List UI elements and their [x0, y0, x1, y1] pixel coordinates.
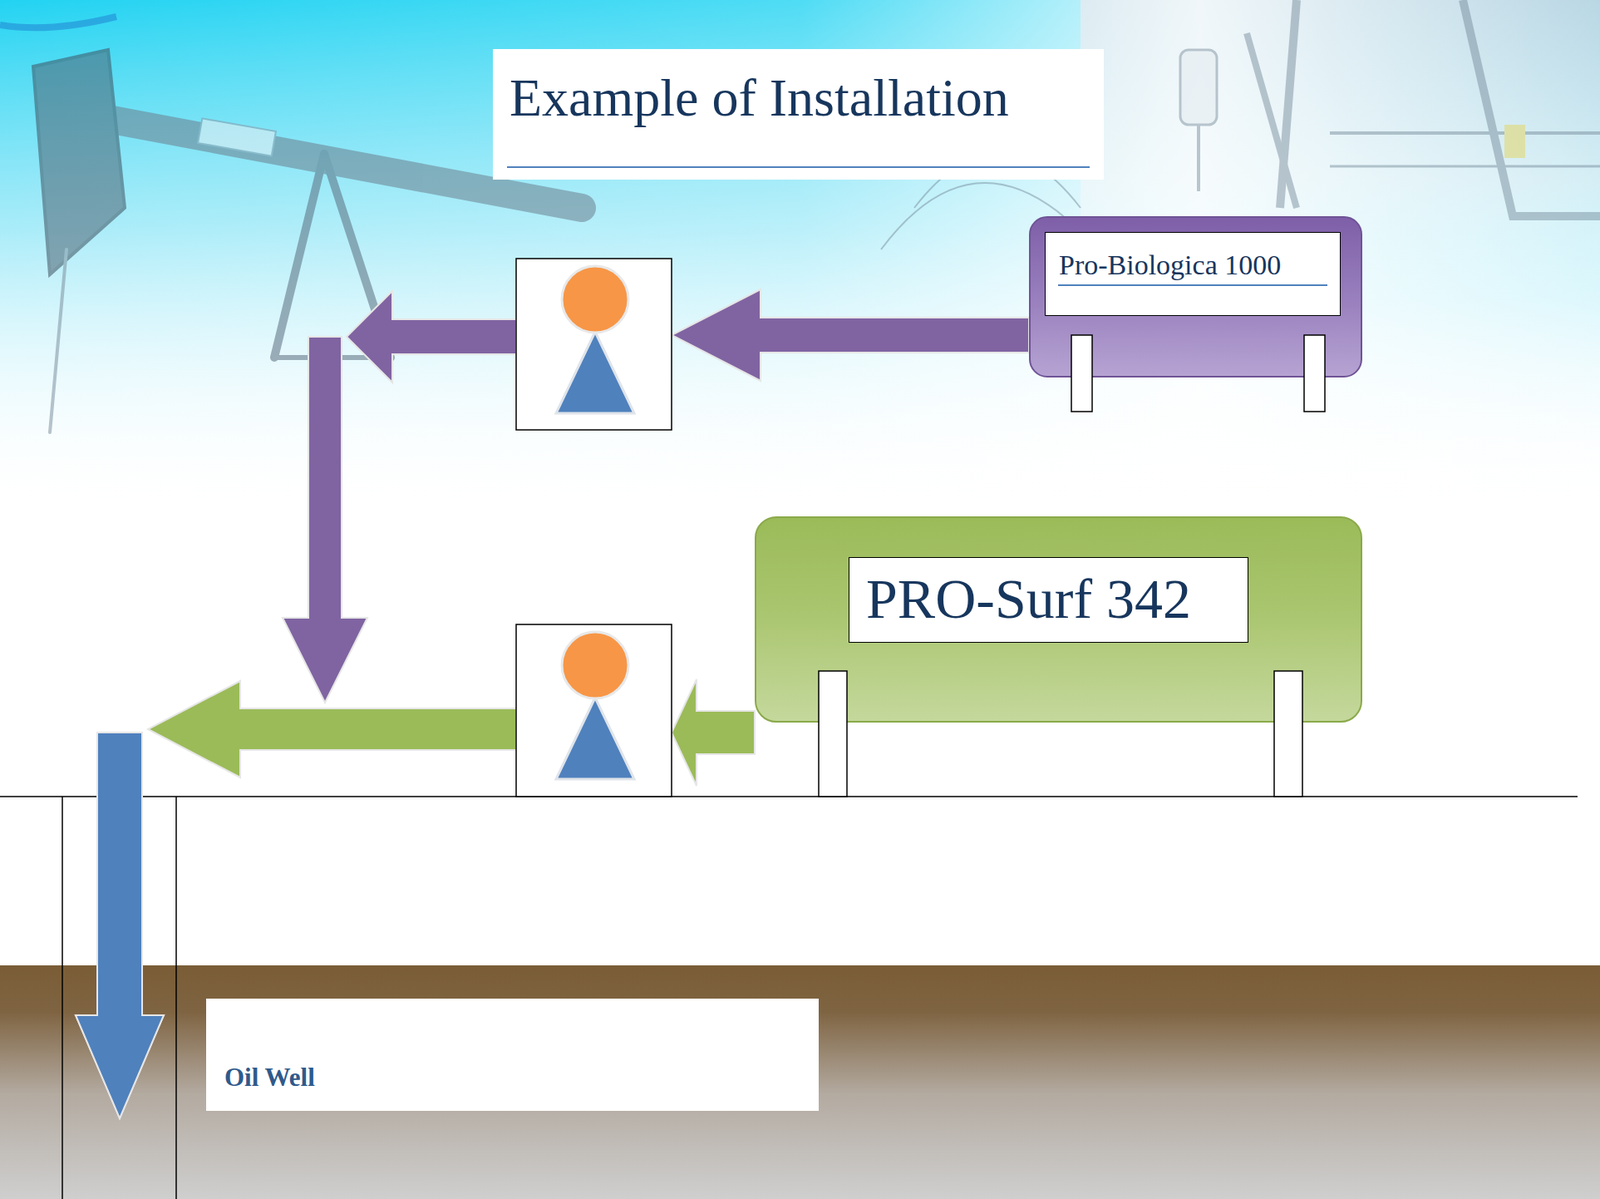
label-underline	[1058, 284, 1328, 286]
tank-label-box: Pro-Biologica 1000	[1044, 231, 1341, 316]
tank-leg	[818, 670, 847, 797]
chemical-tank: Pro-Biologica 1000	[1028, 216, 1363, 378]
chemical-tank: PRO-Surf 342	[754, 516, 1363, 723]
diagram-title: Example of Installation	[509, 67, 1010, 129]
title-underline	[507, 166, 1090, 168]
arrow-segment	[671, 289, 1029, 381]
arrow-segment	[282, 336, 368, 703]
arrow-segment	[671, 679, 755, 786]
title-box: Example of Installation	[492, 49, 1104, 180]
well-label-box: Oil Well	[206, 998, 819, 1111]
arrow-segment	[346, 290, 517, 383]
tank-leg	[1071, 334, 1093, 412]
tank-leg	[1274, 670, 1303, 797]
tank-label-box: PRO-Surf 342	[848, 556, 1249, 643]
tank-label: PRO-Surf 342	[866, 566, 1192, 632]
arrow-segment	[147, 680, 517, 778]
tank-label: Pro-Biologica 1000	[1058, 249, 1281, 281]
arrow-segment	[75, 732, 164, 1118]
well-label: Oil Well	[224, 1062, 316, 1093]
pump-symbol	[516, 258, 672, 430]
arrow-segment	[75, 732, 164, 1118]
pump-symbol	[516, 624, 672, 797]
tank-leg	[1304, 334, 1325, 412]
